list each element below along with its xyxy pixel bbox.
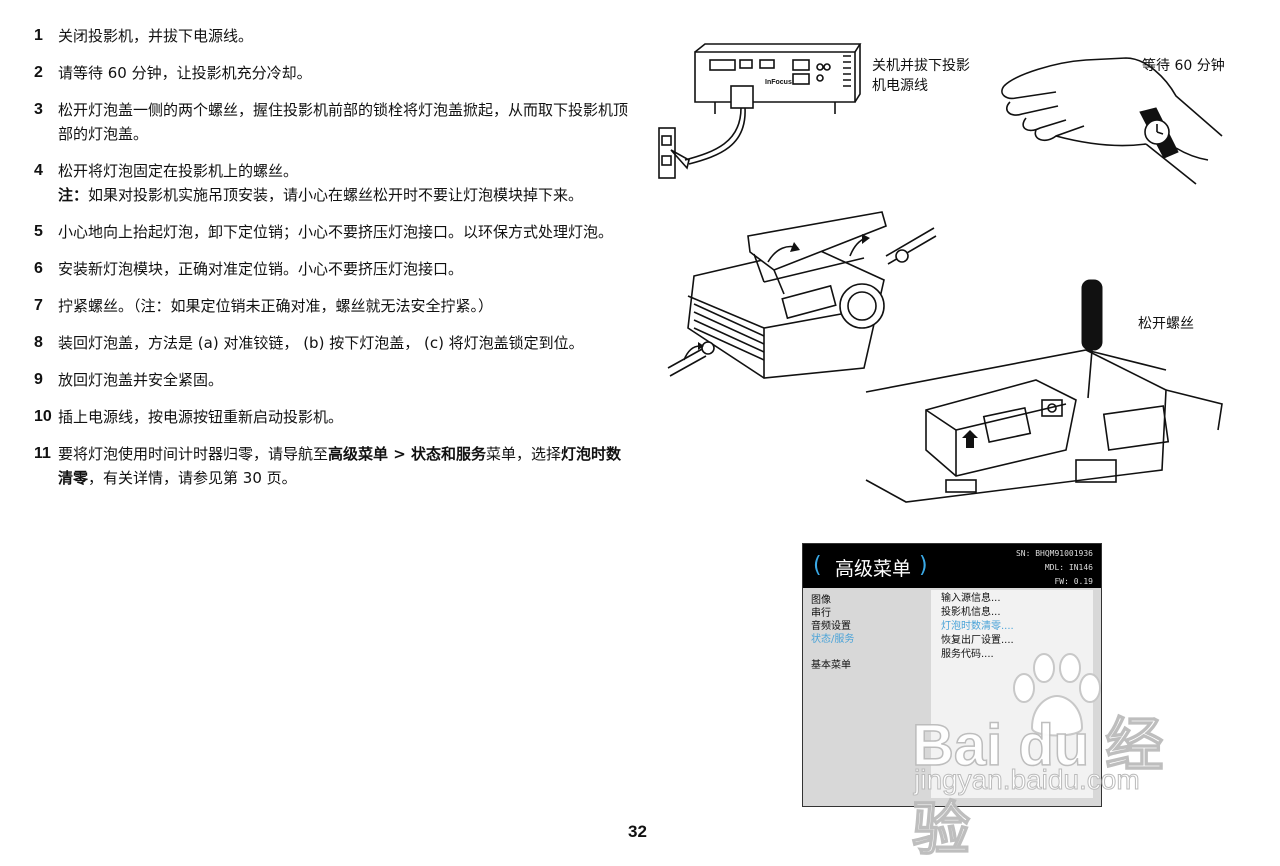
menu-right-panel: 输入源信息... 投影机信息... 灯泡时数清零.... 恢复出厂设置.... … [931, 590, 1093, 798]
step-text: 小心地向上抬起灯泡，卸下定位销；小心不要挤压灯泡接口。以环保方式处理灯泡。 [58, 223, 614, 241]
step-text: 插上电源线，按电源按钮重新启动投影机。 [58, 408, 344, 426]
model-number: MDL: IN146 [1044, 563, 1093, 572]
step-text: 松开灯泡盖一侧的两个螺丝，握住投影机前部的锁栓将灯泡盖掀起，从而取下投影机顶部的… [58, 101, 629, 143]
menu-header: ( 高级菜单 ) SN: BHQM91001936 MDL: IN146 FW:… [803, 544, 1101, 588]
step-text: 装回灯泡盖，方法是 (a) 对准铰链， (b) 按下灯泡盖， (c) 将灯泡盖锁… [58, 334, 584, 352]
step-text: 关闭投影机，并拔下电源线。 [58, 27, 254, 45]
submenu-service-code[interactable]: 服务代码.... [941, 649, 994, 660]
caption-wait: 等待 60 分钟 [1142, 58, 1225, 74]
submenu-lamp-hours-reset[interactable]: 灯泡时数清零.... [941, 621, 1014, 632]
caption-loosen: 松开螺丝 [1138, 316, 1194, 332]
paw-logo-icon [1013, 653, 1101, 737]
lamp-cover-removal-illustration [667, 211, 937, 379]
note-text: 如果对投影机实施吊顶安装，请小心在螺丝松开时不要让灯泡模块掉下来。 [88, 186, 584, 204]
step-1: 1 关闭投影机，并拔下电源线。 [34, 24, 634, 48]
menu-item-status-service[interactable]: 状态/服务 [811, 634, 855, 645]
step-2: 2 请等待 60 分钟，让投影机充分冷却。 [34, 61, 634, 85]
submenu-factory-reset[interactable]: 恢复出厂设置.... [941, 635, 1014, 646]
step-text: 请等待 60 分钟，让投影机充分冷却。 [58, 64, 312, 82]
page-number: 32 [628, 822, 647, 841]
step-3: 3 松开灯泡盖一侧的两个螺丝，握住投影机前部的锁栓将灯泡盖掀起，从而取下投影机顶… [34, 98, 634, 146]
serial-number: SN: BHQM91001936 [1015, 549, 1093, 558]
menu-path: 高级菜单 > 状态和服务 [328, 445, 487, 463]
brand-logo: InFocus [765, 79, 792, 86]
step-number: 11 [34, 445, 51, 462]
step-number: 6 [34, 260, 43, 277]
note-label: 注： [58, 186, 89, 204]
device-info: SN: BHQM91001936 MDL: IN146 FW: 0.19 [1016, 547, 1093, 589]
menu-item-serial[interactable]: 串行 [811, 608, 831, 619]
instruction-list: 1 关闭投影机，并拔下电源线。 2 请等待 60 分钟，让投影机充分冷却。 3 … [34, 24, 634, 503]
step-text: 要将灯泡使用时间计时器归零，请导航至高级菜单 > 状态和服务菜单，选择灯泡时数清… [58, 442, 634, 490]
step-8: 8 装回灯泡盖，方法是 (a) 对准铰链， (b) 按下灯泡盖， (c) 将灯泡… [34, 331, 634, 355]
menu-item-image[interactable]: 图像 [811, 595, 831, 606]
step-number: 2 [34, 64, 43, 81]
watermark-url: jingyan.baidu.com [914, 764, 1141, 796]
osd-advanced-menu: ( 高级菜单 ) SN: BHQM91001936 MDL: IN146 FW:… [802, 543, 1102, 807]
step-5: 5 小心地向上抬起灯泡，卸下定位销；小心不要挤压灯泡接口。以环保方式处理灯泡。 [34, 220, 634, 244]
step-number: 1 [34, 27, 43, 44]
step-number: 3 [34, 101, 43, 118]
step-text-part: 要将灯泡使用时间计时器归零，请导航至 [58, 445, 329, 463]
step-text-part: 菜单，选择 [486, 445, 562, 463]
step-7: 7 拧紧螺丝。（注：如果定位销未正确对准，螺丝就无法安全拧紧。） [34, 294, 634, 318]
projector-unplug-illustration: InFocus [658, 43, 862, 179]
watermark-text: Bai du 经验 [911, 712, 1164, 863]
step-note: 注：如果对投影机实施吊顶安装，请小心在螺丝松开时不要让灯泡模块掉下来。 [58, 183, 634, 207]
step-number: 4 [34, 162, 43, 179]
step-text-part: ，有关详情，请参见第 30 页。 [88, 469, 297, 487]
step-text: 松开将灯泡固定在投影机上的螺丝。 [58, 162, 299, 180]
step-text: 放回灯泡盖并安全紧固。 [58, 371, 224, 389]
step-number: 7 [34, 297, 43, 314]
step-number: 5 [34, 223, 43, 240]
step-text-block: 松开将灯泡固定在投影机上的螺丝。 注：如果对投影机实施吊顶安装，请小心在螺丝松开… [58, 159, 634, 207]
step-text: 安装新灯泡模块，正确对准定位销。小心不要挤压灯泡接口。 [58, 260, 464, 278]
step-9: 9 放回灯泡盖并安全紧固。 [34, 368, 634, 392]
step-number: 9 [34, 371, 43, 388]
menu-title: 高级菜单 [835, 558, 912, 580]
step-number: 10 [34, 408, 52, 425]
baidu-watermark: Bai du 经验 jingyan.baidu.com [911, 650, 1212, 863]
step-text: 拧紧螺丝。（注：如果定位销未正确对准，螺丝就无法安全拧紧。） [58, 297, 494, 315]
submenu-source-info[interactable]: 输入源信息... [941, 593, 1001, 604]
firmware-version: FW: 0.19 [1054, 577, 1093, 586]
caption-unplug: 关机并拔下投影机电源线 [872, 58, 970, 94]
step-6: 6 安装新灯泡模块，正确对准定位销。小心不要挤压灯泡接口。 [34, 257, 634, 281]
menu-option: 灯泡时数清零 [58, 445, 622, 487]
step-11: 11 要将灯泡使用时间计时器归零，请导航至高级菜单 > 状态和服务菜单，选择灯泡… [34, 442, 634, 490]
submenu-projector-info[interactable]: 投影机信息... [941, 607, 1001, 618]
wait-watch-illustration [1001, 57, 1223, 185]
step-number: 8 [34, 334, 43, 351]
menu-item-audio[interactable]: 音频设置 [811, 621, 851, 632]
menu-left-column: 图像 串行 音频设置 状态/服务 基本菜单 [811, 594, 854, 672]
step-10: 10 插上电源线，按电源按钮重新启动投影机。 [34, 405, 634, 429]
menu-item-basic[interactable]: 基本菜单 [811, 660, 851, 671]
loosen-screw-illustration [865, 279, 1223, 503]
menu-title-paren-open: ( [813, 553, 822, 578]
step-4: 4 松开将灯泡固定在投影机上的螺丝。 注：如果对投影机实施吊顶安装，请小心在螺丝… [34, 159, 634, 207]
menu-title-paren-close: ) [919, 553, 928, 578]
